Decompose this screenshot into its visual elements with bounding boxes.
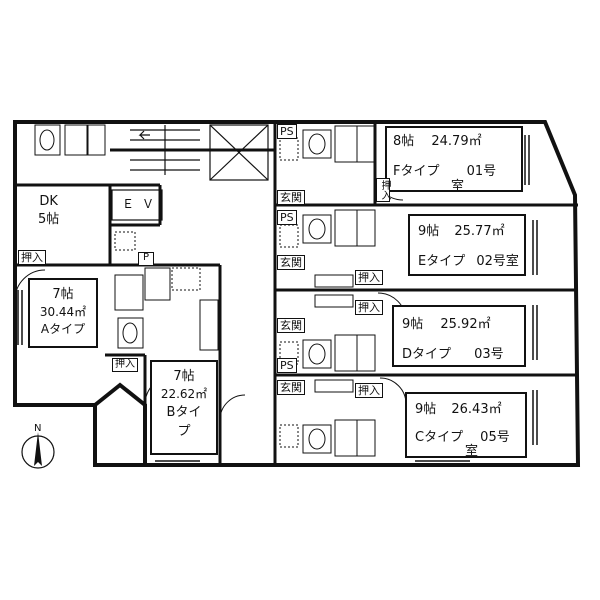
unit-c-box: 9帖 26.43㎡ Cタイプ 05号 室 <box>405 392 527 458</box>
ps-tag-f: PS <box>277 124 297 139</box>
unit-d-size: 9帖 <box>402 317 424 332</box>
ps-tag-d: PS <box>277 358 297 373</box>
unit-e-box: 9帖 25.77㎡ Eタイプ 02号室 <box>408 214 526 276</box>
genkan-tag-f: 玄関 <box>277 190 305 205</box>
oshiire-tag-d: 押入 <box>355 300 383 315</box>
unit-e-room: 02号室 <box>476 254 519 269</box>
genkan-tag-d: 玄関 <box>277 318 305 333</box>
unit-a-type: Aタイプ <box>40 322 86 336</box>
unit-f-room: 01号 <box>466 164 497 179</box>
unit-b-size: 7帖 <box>173 369 195 384</box>
unit-d-type: Dタイプ <box>402 347 452 362</box>
unit-f-size: 8帖 <box>393 134 415 149</box>
unit-f-suffix: 室 <box>451 179 465 194</box>
fixtures <box>34 124 376 457</box>
unit-a-box: 7帖 30.44㎡ Aタイプ <box>28 278 98 348</box>
unit-e-area: 25.77㎡ <box>454 224 505 239</box>
elevator-label: ＥＶ <box>122 197 163 211</box>
windows <box>17 135 538 462</box>
parking-mark: P <box>138 252 154 266</box>
unit-b-type2: プ <box>177 424 191 439</box>
unit-e-size: 9帖 <box>418 224 440 239</box>
oshiire-tag-c: 押入 <box>355 383 383 398</box>
unit-b-area: 22.62㎡ <box>160 387 208 401</box>
unit-d-area: 25.92㎡ <box>440 317 491 332</box>
unit-c-suffix: 室 <box>465 444 479 459</box>
ps-tag-e: PS <box>277 210 297 225</box>
unit-a-size: 7帖 <box>52 287 74 302</box>
unit-f-type: Fタイプ <box>393 164 440 179</box>
dk-label: DK 5帖 <box>38 195 59 226</box>
void-shaft <box>209 124 269 181</box>
genkan-tag-c: 玄関 <box>277 380 305 395</box>
dk-line2: 5帖 <box>38 212 60 227</box>
oshiire-tag-a: 押入 <box>18 250 46 265</box>
unit-c-type: Cタイプ <box>415 430 464 445</box>
north-compass <box>21 432 55 469</box>
oshiire-tag-b: 押入 <box>112 358 138 372</box>
dk-line1: DK <box>39 194 58 209</box>
unit-a-area: 30.44㎡ <box>39 305 87 319</box>
unit-e-type: Eタイプ <box>418 254 466 269</box>
unit-d-room: 03号 <box>474 347 504 362</box>
oshiire-tag-e: 押入 <box>355 270 383 285</box>
unit-c-size: 9帖 <box>415 402 437 417</box>
unit-f-area: 24.79㎡ <box>431 134 482 149</box>
unit-c-area: 26.43㎡ <box>451 402 502 417</box>
unit-b-type1: Bタイ <box>166 405 202 420</box>
unit-c-room: 05号 <box>480 430 510 445</box>
unit-d-box: 9帖 25.92㎡ Dタイプ 03号 <box>392 305 526 367</box>
oshiire-tag-f: 押入 <box>376 178 390 202</box>
unit-b-box: 7帖 22.62㎡ Bタイ プ <box>150 360 218 455</box>
ev-box <box>111 189 163 221</box>
unit-f-box: 8帖 24.79㎡ Fタイプ 01号 室 <box>385 126 523 194</box>
north-label: N <box>34 423 42 434</box>
genkan-tag-e: 玄関 <box>277 255 305 270</box>
stairs <box>130 125 200 175</box>
inner-walls <box>15 122 578 465</box>
